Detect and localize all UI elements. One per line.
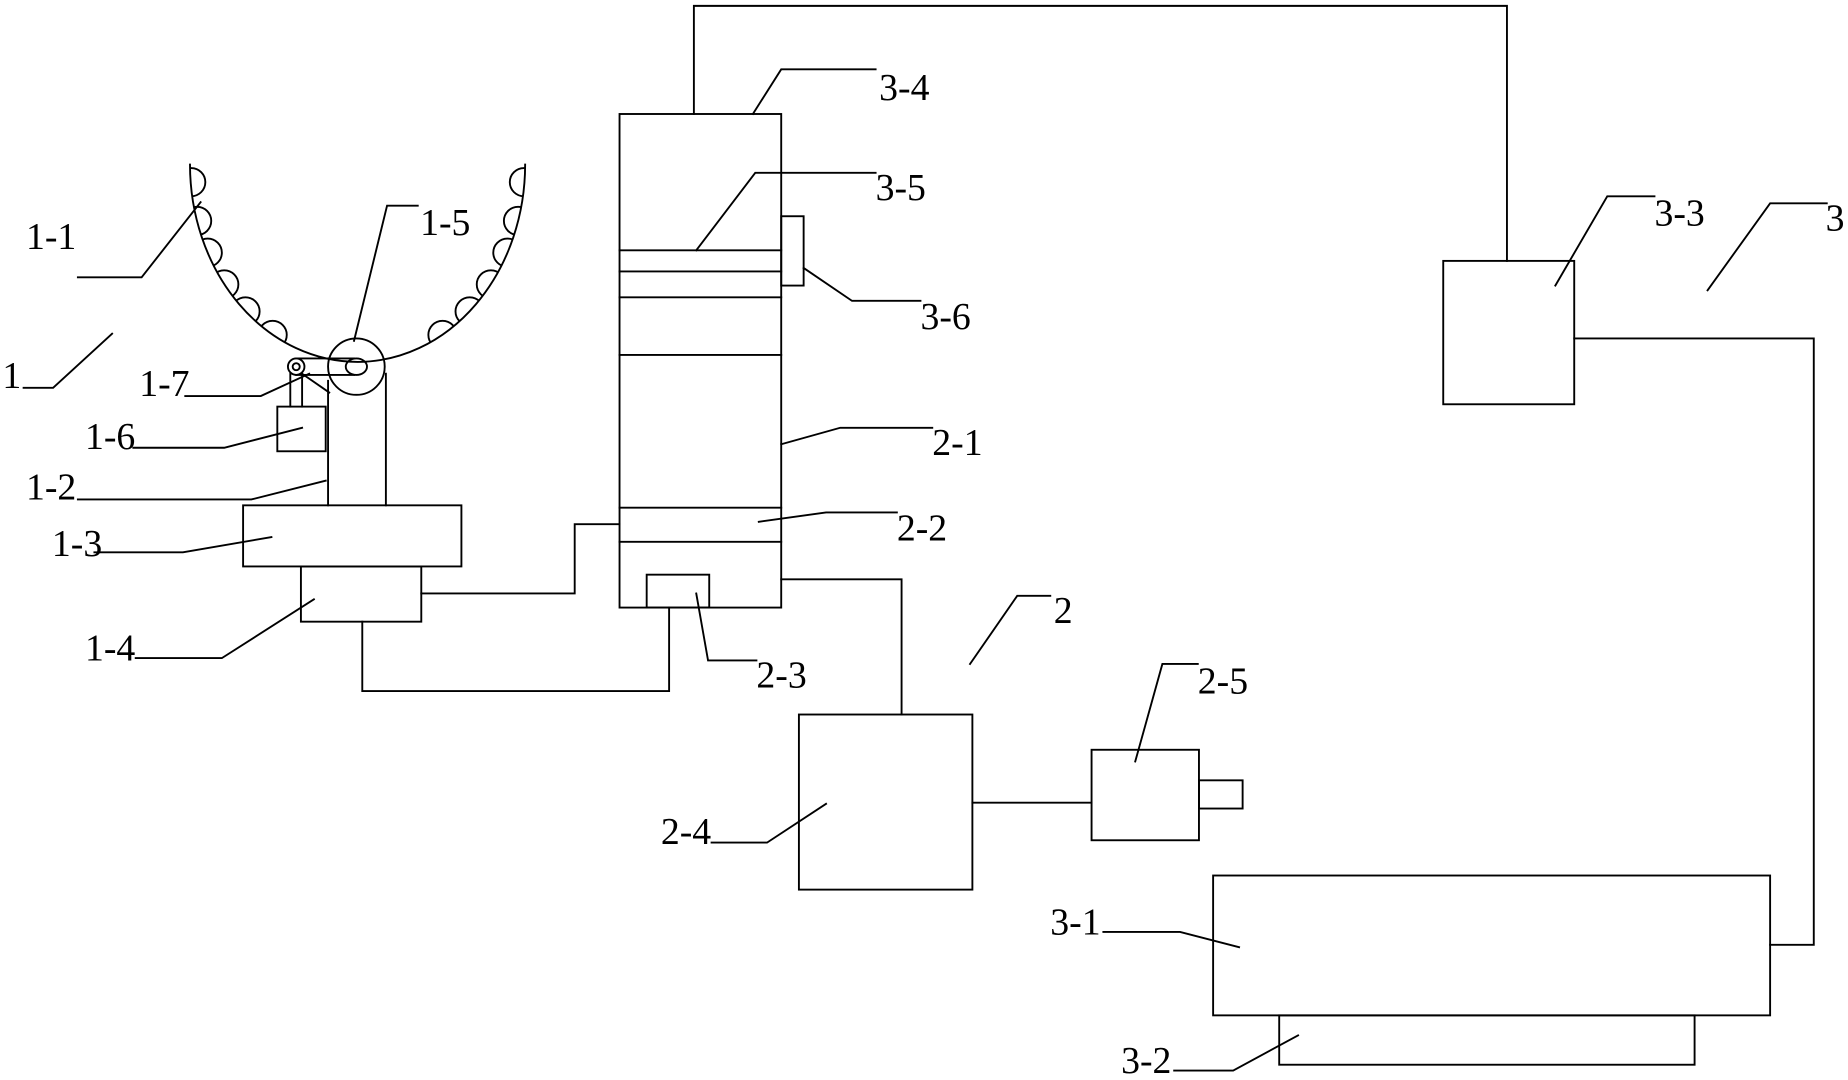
side-plate-3-6	[780, 215, 805, 287]
bowl	[189, 163, 527, 363]
label-3-5: 3-5	[876, 167, 926, 209]
label-2-1: 2-1	[932, 422, 982, 464]
box-2-4	[797, 713, 974, 891]
box-3-2	[1278, 1014, 1696, 1066]
leader-3-3	[1554, 195, 1656, 287]
small-pivot-hole	[291, 362, 301, 372]
leader-1-6	[132, 426, 304, 449]
label-2: 2	[1054, 590, 1073, 632]
tower	[618, 113, 805, 609]
label-3-6: 3-6	[920, 296, 970, 338]
leader-3-6	[802, 266, 922, 302]
labels: 1 1-1 1-5 1-7 1-6 1-2 1-3 1-4 3-4 3-5 3-…	[2, 67, 1844, 1080]
bowl-bumps	[189, 167, 526, 350]
pipe-1-4-to-2-3	[361, 606, 671, 692]
box-1-4	[299, 565, 423, 623]
box-3-1	[1212, 874, 1772, 1017]
pivot-joint	[286, 337, 386, 408]
leader-2	[968, 594, 1052, 666]
box-3-3	[1442, 259, 1576, 406]
label-2-4: 2-4	[661, 811, 711, 853]
label-3: 3	[1826, 197, 1845, 239]
leader-1-4	[134, 598, 316, 660]
label-1-5: 1-5	[420, 202, 470, 244]
large-pivot-circle	[327, 337, 386, 396]
pipe-1-4-to-tower	[420, 523, 621, 595]
tower-body	[618, 113, 783, 609]
leader-3-2	[1173, 1034, 1300, 1072]
label-1-3: 1-3	[52, 523, 102, 565]
label-1-6: 1-6	[85, 416, 135, 458]
label-3-3: 3-3	[1654, 193, 1704, 235]
leader-3-5	[694, 171, 877, 252]
label-1-4: 1-4	[85, 628, 135, 670]
label-2-5: 2-5	[1198, 660, 1248, 702]
leader-2-4	[710, 802, 828, 844]
leader-1-2	[76, 479, 327, 501]
pipe-3-3-to-3-1	[1573, 337, 1815, 946]
box-2-5	[1090, 748, 1200, 842]
label-3-1: 3-1	[1050, 901, 1100, 943]
label-1-1: 1-1	[26, 216, 76, 258]
leader-1	[22, 332, 114, 389]
label-1-2: 1-2	[26, 467, 76, 509]
leader-1-5	[352, 204, 419, 342]
label-1-7: 1-7	[139, 363, 189, 405]
leader-lines	[22, 68, 1828, 1072]
shaft-2-5	[1198, 779, 1244, 810]
leader-3-1	[1102, 930, 1241, 949]
large-pivot-hole	[344, 357, 368, 376]
link-diagonal	[300, 372, 331, 394]
label-1: 1	[2, 355, 21, 397]
bowl-arc	[189, 163, 527, 363]
box-1-3	[242, 504, 463, 568]
pipe-top-loop	[692, 4, 1508, 262]
label-3-2: 3-2	[1121, 1040, 1171, 1080]
leader-1-7	[184, 372, 311, 397]
small-pivot-circle	[286, 357, 306, 376]
box-1-6	[276, 405, 327, 453]
leader-2-1	[780, 426, 934, 446]
connections	[361, 4, 1815, 946]
leader-2-2	[757, 511, 898, 523]
label-3-4: 3-4	[879, 67, 929, 109]
label-2-3: 2-3	[756, 655, 806, 697]
leader-2-5	[1134, 663, 1199, 763]
leader-1-3	[93, 535, 273, 554]
bottom-box-2-3	[645, 573, 711, 609]
leader-1-1	[76, 200, 202, 279]
leader-3-4	[751, 68, 877, 116]
leader-3	[1706, 202, 1828, 292]
pipe-tower-to-2-4	[780, 578, 903, 716]
leader-2-3	[695, 592, 758, 662]
support-column	[327, 372, 387, 507]
label-2-2: 2-2	[897, 508, 947, 550]
